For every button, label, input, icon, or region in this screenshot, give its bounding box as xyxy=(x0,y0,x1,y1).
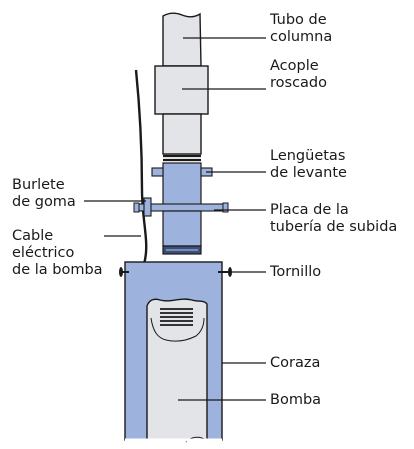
upper-blue-body xyxy=(162,162,202,206)
label-lenguetas: Lengüetas de levante xyxy=(270,148,347,181)
shroud-screw-left xyxy=(119,267,129,277)
label-bomba: Bomba xyxy=(270,392,322,408)
threaded-coupling xyxy=(154,65,209,115)
label-tubo-columna: Tubo de columna xyxy=(270,12,333,45)
label-placa: Placa de la tubería de subida xyxy=(270,202,398,235)
column-pipe xyxy=(162,12,202,67)
label-acople-roscado: Acople roscado xyxy=(270,58,328,91)
label-burlete: Burlete de goma xyxy=(12,177,76,210)
plate-bolt-left xyxy=(133,202,140,213)
label-tornillo: Tornillo xyxy=(270,264,322,280)
lower-blue-body xyxy=(162,210,202,247)
pump-intake-grille xyxy=(160,308,193,326)
rubber-grommet xyxy=(143,197,152,217)
pipe-threads xyxy=(163,154,201,162)
riser-pipe xyxy=(162,113,202,155)
lifting-lug-left xyxy=(151,167,164,177)
plate-bolt-right xyxy=(222,202,229,213)
pump-body xyxy=(146,298,208,441)
label-coraza: Coraza xyxy=(270,355,321,371)
pump-electric-cable xyxy=(134,69,148,265)
label-cable: Cable eléctrico de la bomba xyxy=(12,228,103,278)
leader-lines xyxy=(84,37,266,401)
shroud-screw-right xyxy=(218,267,232,277)
